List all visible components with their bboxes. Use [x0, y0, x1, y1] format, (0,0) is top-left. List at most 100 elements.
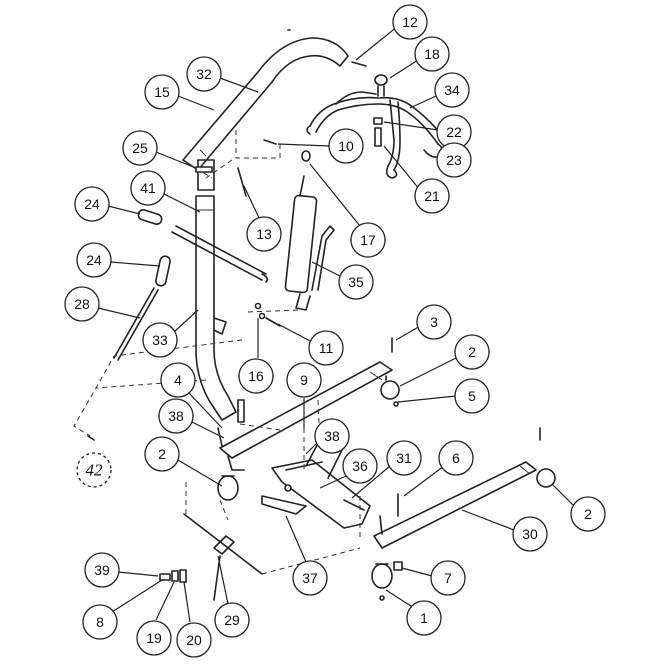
leg-rear [219, 337, 400, 471]
svg-text:39: 39 [94, 562, 110, 578]
leg-front [373, 427, 556, 549]
callout-25: 25 [122, 130, 197, 169]
svg-text:19: 19 [146, 630, 162, 646]
svg-text:3: 3 [430, 314, 438, 330]
svg-text:2: 2 [584, 506, 592, 522]
svg-text:42: 42 [86, 461, 104, 480]
svg-text:38: 38 [324, 428, 340, 444]
callout-41: 41 [130, 170, 201, 213]
callout-35: 35 [311, 261, 374, 300]
svg-text:31: 31 [396, 450, 412, 466]
svg-text:21: 21 [424, 188, 440, 204]
callout-38-right: 38 [305, 418, 350, 455]
callout-3: 3 [395, 304, 452, 341]
callout-6: 6 [403, 440, 474, 497]
callout-39: 39 [84, 552, 159, 588]
rod-28 [113, 287, 159, 361]
callout-13: 13 [243, 185, 282, 252]
callout-20: 20 [176, 581, 212, 658]
callout-28: 28 [64, 286, 141, 322]
svg-text:41: 41 [140, 180, 156, 196]
callout-11: 11 [277, 323, 344, 366]
svg-text:30: 30 [522, 526, 538, 542]
callout-10: 10 [277, 128, 364, 164]
callout-36: 36 [319, 448, 378, 489]
callouts: 12 18 32 34 15 22 25 [64, 4, 606, 658]
callout-34: 34 [409, 72, 470, 109]
callout-2-rear: 2 [399, 334, 490, 387]
svg-text:33: 33 [152, 332, 168, 348]
callout-7: 7 [401, 560, 466, 596]
handles [137, 209, 171, 287]
callout-33: 33 [142, 309, 199, 358]
svg-text:32: 32 [196, 66, 212, 82]
spreader-bar [306, 91, 447, 179]
hanger-pin [373, 117, 383, 147]
callout-15: 15 [144, 74, 215, 111]
svg-text:22: 22 [446, 124, 462, 140]
svg-text:1: 1 [420, 610, 428, 626]
svg-text:29: 29 [224, 612, 240, 628]
callout-37: 37 [285, 515, 328, 596]
callout-30: 30 [461, 509, 548, 552]
lower-hardware [87, 435, 187, 583]
callout-8: 8 [82, 579, 163, 640]
callout-2-left: 2 [144, 436, 223, 487]
svg-text:15: 15 [154, 84, 170, 100]
svg-text:37: 37 [302, 570, 318, 586]
callout-31: 31 [351, 440, 422, 499]
svg-text:10: 10 [338, 138, 354, 154]
svg-text:13: 13 [256, 226, 272, 242]
callout-12: 12 [355, 4, 428, 61]
callout-21: 21 [383, 145, 450, 214]
callout-38-left: 38 [158, 398, 225, 439]
callout-32: 32 [186, 56, 259, 93]
callout-1: 1 [385, 589, 442, 636]
svg-text:6: 6 [452, 450, 460, 466]
svg-text:35: 35 [348, 274, 364, 290]
hardware-bits [195, 29, 291, 327]
swivel [374, 74, 388, 97]
svg-text:17: 17 [360, 232, 376, 248]
svg-text:18: 18 [424, 46, 440, 62]
mast [195, 159, 237, 421]
svg-text:25: 25 [132, 140, 148, 156]
svg-text:34: 34 [444, 82, 460, 98]
svg-text:5: 5 [468, 388, 476, 404]
svg-text:2: 2 [158, 446, 166, 462]
svg-text:9: 9 [300, 372, 308, 388]
svg-text:8: 8 [96, 614, 104, 630]
callout-9: 9 [286, 362, 322, 428]
callout-29: 29 [214, 555, 250, 638]
support-rods [171, 167, 269, 283]
callout-23: 23 [436, 142, 472, 178]
callout-24-lower: 24 [76, 242, 161, 278]
callout-19: 19 [136, 581, 175, 656]
svg-text:20: 20 [186, 632, 202, 648]
svg-text:16: 16 [248, 368, 264, 384]
callout-4: 4 [160, 362, 223, 429]
callout-22: 22 [383, 114, 472, 150]
svg-text:12: 12 [402, 14, 418, 30]
svg-text:28: 28 [74, 296, 90, 312]
svg-text:24: 24 [86, 252, 102, 268]
callout-24-upper: 24 [74, 186, 141, 222]
leg-spreader [183, 513, 263, 601]
parts [73, 29, 556, 601]
callout-16: 16 [238, 318, 274, 394]
svg-text:36: 36 [352, 458, 368, 474]
svg-text:4: 4 [174, 372, 182, 388]
reference-42: 42 [76, 452, 112, 488]
casters [217, 475, 403, 601]
svg-text:2: 2 [468, 344, 476, 360]
svg-text:7: 7 [444, 570, 452, 586]
callout-5: 5 [397, 378, 490, 414]
svg-text:11: 11 [319, 340, 334, 356]
callout-17: 17 [309, 163, 386, 258]
actuator [284, 150, 335, 311]
callout-2-front: 2 [551, 483, 606, 532]
svg-text:38: 38 [168, 408, 184, 424]
pin-12 [351, 61, 367, 67]
callout-18: 18 [389, 36, 450, 79]
